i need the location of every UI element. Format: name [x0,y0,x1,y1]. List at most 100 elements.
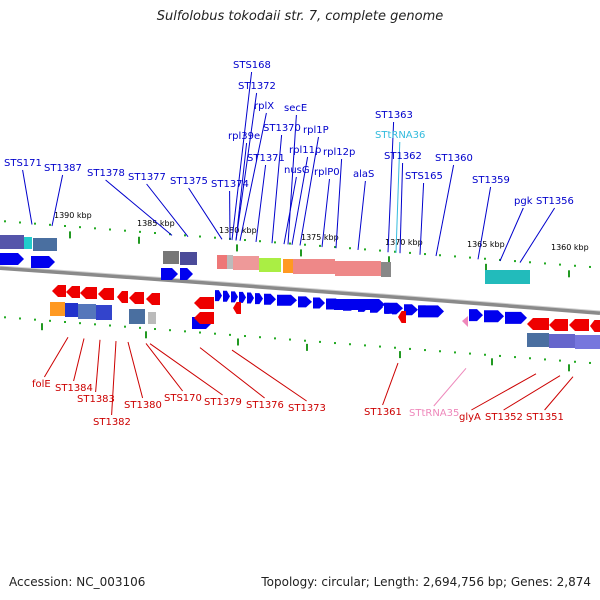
ruler-tick-bottom [306,343,308,351]
ruler-tick-top [138,236,140,244]
ruler-dot-bottom [274,337,276,340]
reverse-gene-arrow [549,319,568,331]
feature-block [129,309,145,324]
ruler-dot-bottom [229,333,231,336]
ruler-dot-bottom [109,324,111,327]
forward-gene-arrow [247,292,254,304]
gene-label-top: secE [284,103,307,114]
leader-line-bottom [145,343,183,392]
gene-label-bottom: ST1379 [204,397,242,408]
leader-line-bottom [73,338,85,382]
leader-line-top [188,187,223,240]
leader-line-top [395,141,401,253]
ruler-dot-top [139,230,141,233]
ruler-dot-top [439,254,441,257]
gene-label-top: alaS [353,169,374,180]
leader-line-bottom [199,347,265,399]
ruler-dot-bottom [49,319,51,322]
ruler-tick-top [568,270,570,278]
reverse-gene-arrow [146,293,160,305]
ruler-dot-bottom [154,328,156,331]
feature-block [259,258,281,272]
feature-block [233,256,259,270]
ruler-dot-top [364,248,366,251]
reverse-gene-arrow [98,288,114,300]
leader-line-bottom [544,376,574,411]
ruler-dot-top [34,222,36,225]
gene-label-top: ST1359 [472,175,510,186]
leader-line-bottom [503,375,561,411]
reverse-gene-arrow [52,285,66,297]
leader-line-bottom [127,341,144,399]
gene-arrows [0,253,600,332]
ruler-dot-bottom [304,339,306,342]
reverse-gene-arrow [590,320,600,332]
gene-label-top: ST1372 [238,81,276,92]
ruler-dot-bottom [514,356,516,359]
ruler-dot-top [244,239,246,242]
ruler-dot-bottom [559,359,561,362]
ruler-dot-bottom [379,345,381,348]
genome-backbone [0,265,600,315]
feature-block [163,251,179,264]
leader-line-top [51,174,64,227]
gene-label-bottom: ST1351 [526,412,564,423]
feature-block [65,303,78,317]
ruler-tick-top [69,231,71,239]
scale-label: 1390 kbp [54,211,92,220]
ruler-dot-bottom [529,357,531,360]
feature-block [549,334,575,348]
ruler-dot-top [259,240,261,243]
scale-label: 1370 kbp [385,238,423,247]
leader-line-bottom [43,337,69,378]
ruler-dot-bottom [79,322,81,325]
gene-label-top: ST1374 [211,179,249,190]
forward-gene-arrow [223,290,230,302]
gene-label-bottom: ST1380 [124,400,162,411]
scale-label: 1365 kbp [467,240,505,249]
forward-gene-arrow [231,291,238,303]
ruler-dot-top [454,255,456,258]
ruler-dot-bottom [574,360,576,363]
trna-marker [462,316,468,327]
gene-label-top: STS165 [405,171,443,182]
gene-label-top: STS168 [233,60,271,71]
ruler-dot-top [469,256,471,259]
forward-gene-arrow [180,268,193,280]
gene-label-top: ST1387 [44,163,82,174]
ruler-dot-bottom [499,354,501,357]
ruler-tick-top [485,263,487,271]
feature-block [527,333,549,347]
backbone-highlight [0,265,600,312]
feature-block [96,305,112,320]
feature-block [0,235,24,249]
backbone-band [0,266,600,315]
ruler-dot-bottom [259,336,261,339]
ruler-dot-top [94,227,96,230]
leader-line-bottom [433,368,467,407]
gene-label-bottom: ST1361 [364,407,402,418]
gene-label-top: ST1363 [375,110,413,121]
leader-line-top [291,156,309,245]
gene-label-top: rpl1P [303,125,329,136]
leader-line-bottom [471,373,537,411]
ruler-dot-bottom [349,343,351,346]
gene-label-top: ST1370 [263,123,301,134]
gene-label-top: nusG [284,165,310,176]
leader-line-top [231,71,253,241]
ruler-dot-bottom [394,346,396,349]
ruler-dot-top [64,224,66,227]
leader-line-top [477,186,492,260]
ruler-dot-bottom [184,330,186,333]
ruler-dot-top [214,236,216,239]
reverse-gene-arrow [117,291,128,303]
reverse-gene-arrow [233,302,241,314]
forward-gene-arrow [404,304,418,316]
feature-block [50,302,65,316]
gene-label-top: pgk [514,196,533,207]
ruler-tick-bottom [399,351,401,359]
ruler-dot-top [199,235,201,238]
ruler-dot-top [124,229,126,232]
ruler-tick-top [388,256,390,264]
